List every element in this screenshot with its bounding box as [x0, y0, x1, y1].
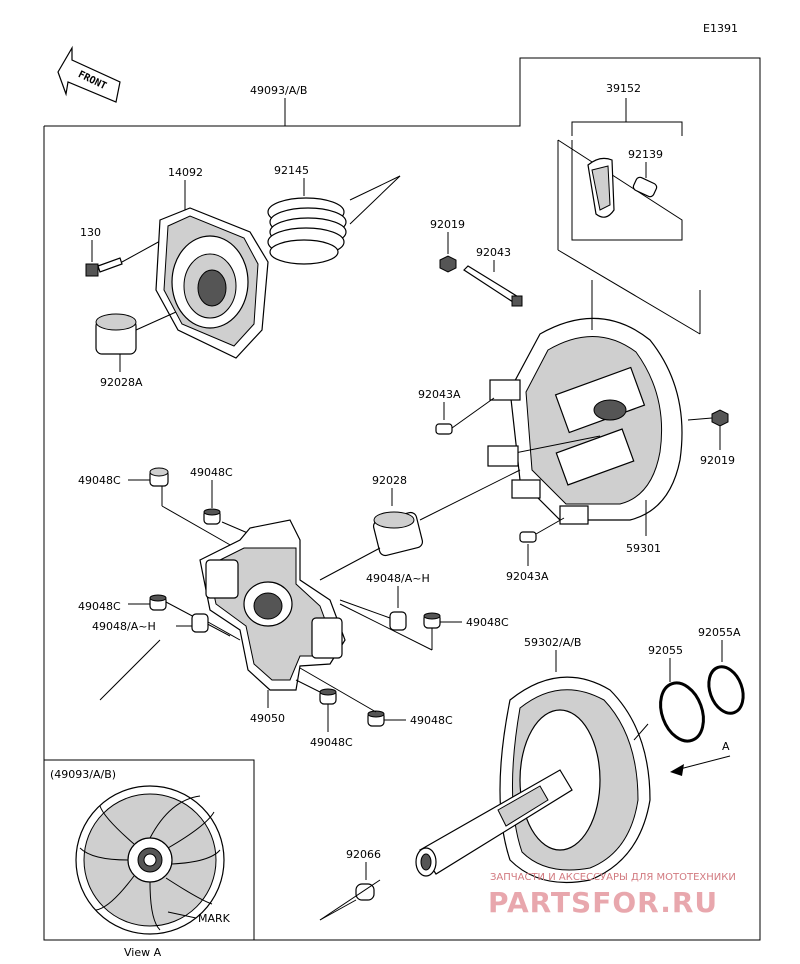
label-92139: 92139 [628, 148, 663, 161]
washer-49048AH-left [191, 613, 209, 633]
assembly-label: 49093/A/B [250, 84, 307, 97]
bolt-130 [85, 257, 123, 277]
label-92028: 92028 [372, 474, 407, 487]
label-49048C-3: 49048C [466, 616, 509, 629]
roller-49048C-2 [203, 508, 221, 525]
fixed-sheave-59302 [415, 676, 651, 884]
bushing-92028A [95, 313, 137, 355]
spider-49050 [199, 519, 346, 691]
view-arrow-label: A [722, 740, 730, 753]
label-49048AH-left: 49048/A~H [92, 620, 156, 633]
view-caption: View A [124, 946, 162, 959]
front-arrow-icon: FRONT [57, 45, 121, 103]
label-49048C-5: 49048C [310, 736, 353, 749]
roller-49048C-6 [367, 710, 385, 727]
label-92043: 92043 [476, 246, 511, 259]
view-title: (49093/A/B) [50, 768, 116, 781]
nut-92019-right [711, 409, 729, 427]
o-ring-92055A [707, 665, 745, 715]
view-mark-label: MARK [198, 912, 231, 925]
cover-14092 [155, 207, 269, 359]
label-92055A: 92055A [698, 626, 741, 639]
o-ring-92055 [659, 681, 705, 743]
roller-49048C-4 [149, 594, 167, 611]
label-14092: 14092 [168, 166, 203, 179]
fixed-sheave-face-view [75, 785, 225, 935]
label-92043A-top: 92043A [418, 388, 461, 401]
nut-92019-top [439, 255, 457, 273]
detail-box-39152 [557, 139, 683, 241]
view-a-arrow-icon [670, 755, 731, 776]
label-49048C-2: 49048C [190, 466, 233, 479]
label-92066: 92066 [346, 848, 381, 861]
spring-92145 [267, 197, 347, 265]
label-39152: 39152 [606, 82, 641, 95]
roller-49048C-3 [423, 612, 441, 629]
washer-49048AH-right [389, 611, 407, 631]
label-92019-top: 92019 [430, 218, 465, 231]
diagram-code: E1391 [703, 22, 738, 35]
view-a-inset [43, 759, 255, 941]
label-130: 130 [80, 226, 101, 239]
pin-92043A-bottom [519, 531, 537, 543]
label-49050: 49050 [250, 712, 285, 725]
weight-arm-39152 [587, 157, 615, 218]
label-92028A: 92028A [100, 376, 143, 389]
label-59302: 59302/A/B [524, 636, 581, 649]
bushing-92028 [372, 511, 424, 557]
roller-49048C-1 [149, 467, 169, 487]
label-92043A-bottom: 92043A [506, 570, 549, 583]
roller-49048C-5 [319, 688, 337, 705]
label-49048C-6: 49048C [410, 714, 453, 727]
label-49048C-4: 49048C [78, 600, 121, 613]
movable-sheave-59301 [487, 317, 683, 525]
label-92019-right: 92019 [700, 454, 735, 467]
label-92145: 92145 [274, 164, 309, 177]
pin-92043A-top [435, 423, 453, 435]
label-92055: 92055 [648, 644, 683, 657]
watermark-subtitle: ЗАПЧАСТИ И АКСЕССУАРЫ ДЛЯ МОТОТЕХНИКИ [490, 872, 736, 883]
pin-92139 [632, 176, 658, 198]
label-49048C-1: 49048C [78, 474, 121, 487]
label-49048AH-right: 49048/A~H [366, 572, 430, 585]
pin-92043 [463, 265, 523, 307]
watermark-brand: PARTSFOR.RU [488, 886, 718, 919]
plug-92066 [355, 883, 375, 901]
label-59301: 59301 [626, 542, 661, 555]
